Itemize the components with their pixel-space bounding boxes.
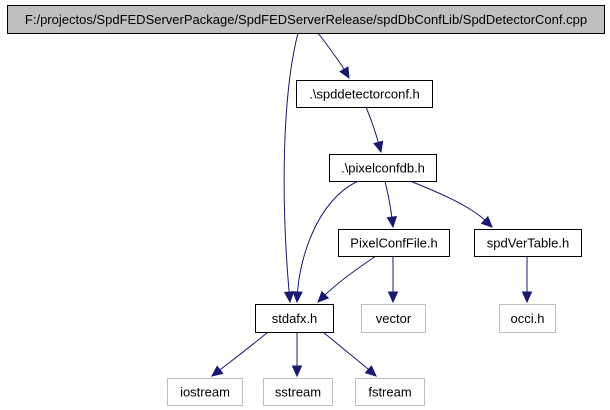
arrowhead bbox=[317, 290, 330, 303]
arrowhead bbox=[291, 365, 303, 378]
arrowhead bbox=[292, 291, 303, 304]
edge-pixelconffile-to-stdafx bbox=[317, 255, 377, 303]
node-label: spdVerTable.h bbox=[487, 236, 569, 251]
nodes-layer: F:/projectos/SpdFEDServerPackage/SpdFEDS… bbox=[7, 5, 605, 406]
edge-line bbox=[218, 331, 269, 371]
node-label: vector bbox=[376, 311, 412, 326]
arrowhead bbox=[283, 291, 295, 304]
edge-stdafx-to-fstream bbox=[322, 331, 377, 377]
edge-line bbox=[324, 255, 377, 296]
node-pixelconfdb[interactable]: .\pixelconfdb.h bbox=[329, 154, 437, 182]
edge-pixelconfdb-to-spdvertable bbox=[409, 180, 493, 228]
node-root[interactable]: F:/projectos/SpdFEDServerPackage/SpdFEDS… bbox=[7, 5, 605, 34]
node-box bbox=[7, 5, 605, 34]
edge-line bbox=[384, 180, 393, 219]
node-box bbox=[329, 154, 437, 182]
node-label: .\spddetectorconf.h bbox=[309, 87, 420, 102]
edge-stdafx-to-sstream bbox=[291, 332, 303, 378]
node-box bbox=[296, 80, 433, 108]
edge-spdvertable-to-occi bbox=[521, 256, 533, 304]
node-box bbox=[361, 304, 426, 333]
node-box bbox=[499, 304, 556, 333]
node-label: sstream bbox=[275, 385, 321, 400]
edge-line bbox=[409, 180, 486, 222]
arrowhead bbox=[521, 291, 533, 304]
edge-line bbox=[322, 331, 370, 371]
edge-pixelconfdb-to-stdafx bbox=[292, 180, 359, 304]
edge-stdafx-to-iostream bbox=[211, 331, 269, 377]
node-box bbox=[338, 229, 450, 257]
edge-line bbox=[317, 32, 345, 71]
edge-line bbox=[283, 32, 299, 294]
edge-pixelconfdb-to-pixelconffile bbox=[384, 180, 398, 229]
node-label: iostream bbox=[180, 385, 230, 400]
edge-line bbox=[365, 106, 380, 144]
node-fstream[interactable]: fstream bbox=[355, 378, 425, 406]
arrowhead bbox=[373, 140, 384, 154]
node-sstream[interactable]: sstream bbox=[263, 378, 333, 406]
node-stdafx[interactable]: stdafx.h bbox=[255, 304, 334, 333]
node-spddetectorconf[interactable]: .\spddetectorconf.h bbox=[296, 80, 433, 108]
node-label: F:/projectos/SpdFEDServerPackage/SpdFEDS… bbox=[25, 12, 587, 27]
arrowhead bbox=[211, 365, 224, 377]
node-box bbox=[263, 378, 333, 406]
edge-pixelconffile-to-vector bbox=[387, 256, 399, 304]
node-label: .\pixelconfdb.h bbox=[341, 161, 425, 176]
node-label: stdafx.h bbox=[272, 311, 318, 326]
node-iostream[interactable]: iostream bbox=[167, 378, 243, 406]
node-label: PixelConfFile.h bbox=[350, 236, 437, 251]
arrowhead bbox=[339, 66, 350, 80]
node-pixelconffile[interactable]: PixelConfFile.h bbox=[338, 229, 450, 257]
node-occi[interactable]: occi.h bbox=[499, 304, 556, 333]
edge-root-to-stdafx bbox=[283, 32, 299, 304]
arrowhead bbox=[387, 291, 399, 304]
edge-root-to-spddetectorconf bbox=[317, 32, 350, 80]
arrowhead bbox=[480, 215, 493, 228]
node-box bbox=[474, 229, 582, 257]
edge-spddetectorconf-to-pixelconfdb bbox=[365, 106, 384, 154]
node-box bbox=[167, 378, 243, 406]
node-vector[interactable]: vector bbox=[361, 304, 426, 333]
node-label: fstream bbox=[368, 385, 411, 400]
edges-layer bbox=[211, 32, 533, 378]
edge-line bbox=[296, 180, 359, 294]
node-spdvertable[interactable]: spdVerTable.h bbox=[474, 229, 582, 257]
arrowhead bbox=[386, 215, 398, 229]
node-box bbox=[355, 378, 425, 406]
node-box bbox=[255, 304, 334, 333]
node-label: occi.h bbox=[511, 311, 545, 326]
arrowhead bbox=[364, 365, 377, 377]
